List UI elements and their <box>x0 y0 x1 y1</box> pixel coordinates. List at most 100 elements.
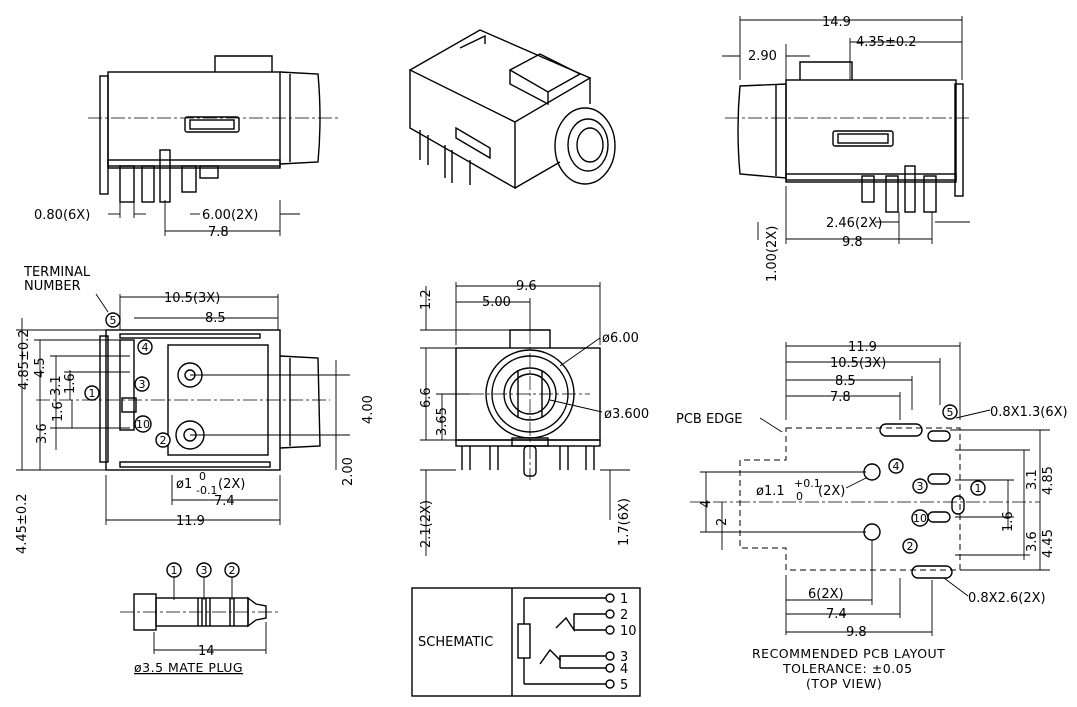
pcb-dim-3.1: 3.1 <box>1025 469 1040 490</box>
pcb-dim-11.9: 11.9 <box>848 340 877 355</box>
svg-text:10: 10 <box>136 418 150 431</box>
dim-dia-1-sup: 0 <box>199 470 206 483</box>
isometric-view <box>408 29 616 190</box>
side-view: 9.6 5.00 1.2 ø6.00 ø3.600 <box>419 279 649 556</box>
pcb-caption-view: (TOP VIEW) <box>806 676 882 691</box>
svg-text:4: 4 <box>142 341 149 354</box>
pcb-dim-2: 2 <box>715 518 730 526</box>
plug-callout-3: 3 <box>196 562 212 578</box>
mate-plug: 14 ø3.5 MATE PLUG 1 3 2 <box>120 562 280 675</box>
dim-dia-1: ø1 <box>176 477 192 492</box>
dim-dia-1-count: (2X) <box>218 477 245 492</box>
dim-4.85: 4.85±0.2 <box>17 329 32 390</box>
dim-3.6: 3.6 <box>35 423 50 444</box>
pcb-dim-0.8x2.6-2x: 0.8X2.6(2X) <box>968 591 1046 606</box>
pcb-dim-9.8: 9.8 <box>846 625 867 640</box>
svg-text:3: 3 <box>917 480 924 493</box>
dim-2.1-2x: 2.1(2X) <box>419 500 434 548</box>
terminal-callout-10: 10 <box>134 415 152 433</box>
top-left-view: 0.80(6X) 6.00(2X) 7.8 <box>34 55 340 240</box>
dim-7.8: 7.8 <box>208 225 229 240</box>
pcb-callout-5: 5 <box>942 404 958 420</box>
pcb-dim-4.85: 4.85 <box>1041 466 1056 495</box>
svg-text:5: 5 <box>110 314 117 327</box>
svg-text:3: 3 <box>201 564 208 577</box>
svg-text:10: 10 <box>913 512 927 525</box>
svg-text:2: 2 <box>907 540 914 553</box>
plug-caption: ø3.5 MATE PLUG <box>134 660 243 675</box>
label-number: NUMBER <box>24 279 81 294</box>
svg-text:2: 2 <box>229 564 236 577</box>
pcb-callout-4: 4 <box>888 458 904 474</box>
schematic-pin-5: 5 <box>620 678 628 693</box>
terminal-callout-4: 4 <box>137 339 153 355</box>
terminal-callout-1: 1 <box>84 385 100 401</box>
schematic: SCHEMATIC 1 2 10 3 4 5 <box>411 587 641 697</box>
dim-4.35: 4.35±0.2 <box>856 35 917 50</box>
dim-3.65: 3.65 <box>435 407 450 436</box>
schematic-pin-2: 2 <box>620 608 628 623</box>
plug-callout-2: 2 <box>224 562 240 578</box>
terminal-callout-2: 2 <box>155 432 171 448</box>
schematic-pin-4: 4 <box>620 662 628 677</box>
svg-text:1: 1 <box>171 564 178 577</box>
dim-4.45: 4.45±0.2 <box>15 493 30 554</box>
pcb-callout-3: 3 <box>912 478 928 494</box>
pcb-dim-4: 4 <box>699 500 714 508</box>
pcb-dim-7.8: 7.8 <box>830 390 851 405</box>
dim-1.6-bottom: 1.6 <box>51 401 66 422</box>
dim-8.5: 8.5 <box>205 311 226 326</box>
pcb-dim-0.8x1.3-6x: 0.8X1.3(6X) <box>990 405 1068 420</box>
pcb-layout: 11.9 10.5(3X) 8.5 7.8 PCB EDGE 0.8X1.3(6… <box>676 340 1068 691</box>
pcb-dim-8.5: 8.5 <box>835 374 856 389</box>
dim-1.7-6x: 1.7(6X) <box>617 498 632 546</box>
plug-dim-14: 14 <box>198 644 215 659</box>
pcb-dim-4.45: 4.45 <box>1041 529 1056 558</box>
pcb-caption-title: RECOMMENDED PCB LAYOUT <box>752 646 945 661</box>
top-right-view: 14.9 2.90 4.35±0.2 2.46(2X) 9.8 1.00(2X) <box>722 15 970 282</box>
pcb-dim-7.4: 7.4 <box>826 607 847 622</box>
svg-text:1: 1 <box>975 482 982 495</box>
svg-text:5: 5 <box>947 406 954 419</box>
terminal-callout-5: 5 <box>105 312 121 328</box>
svg-text:3: 3 <box>139 378 146 391</box>
dim-4.00: 4.00 <box>361 395 376 424</box>
dim-2.46-2x: 2.46(2X) <box>826 216 882 231</box>
pcb-callout-2: 2 <box>902 538 918 554</box>
pcb-caption-tolerance: TOLERANCE: ±0.05 <box>782 661 913 676</box>
pcb-callout-1: 1 <box>970 480 986 496</box>
terminal-callout-3: 3 <box>134 376 150 392</box>
pcb-dim-dia-1.1-sup: +0.1 <box>794 477 821 490</box>
dim-1.00-2x: 1.00(2X) <box>765 226 780 282</box>
plug-callout-1: 1 <box>166 562 182 578</box>
svg-text:1: 1 <box>89 387 96 400</box>
label-terminal: TERMINAL <box>23 265 91 280</box>
dim-7.4: 7.4 <box>214 494 235 509</box>
pcb-dim-6-2x: 6(2X) <box>808 587 844 602</box>
pcb-dim-1.6: 1.6 <box>1001 511 1016 532</box>
dim-3.1: 3.1 <box>49 375 64 396</box>
schematic-pin-10: 10 <box>620 624 637 639</box>
svg-text:4: 4 <box>893 460 900 473</box>
schematic-pin-3: 3 <box>620 650 628 665</box>
pcb-callout-10: 10 <box>911 509 929 527</box>
dim-10.5-3x: 10.5(3X) <box>164 291 220 306</box>
pcb-dim-dia-1.1-sub: 0 <box>796 490 803 503</box>
pcb-dim-dia-1.1-count: (2X) <box>818 484 845 499</box>
pcb-dim-10.5-3x: 10.5(3X) <box>830 356 886 371</box>
pcb-dim-3.6: 3.6 <box>1025 531 1040 552</box>
dim-6.6: 6.6 <box>419 387 434 408</box>
schematic-label: SCHEMATIC <box>418 635 493 650</box>
dim-dia-3.600: ø3.600 <box>604 407 649 422</box>
front-view: TERMINAL NUMBER 10.5(3X) 8.5 4.00 2.00 <box>15 265 376 554</box>
dim-9.8: 9.8 <box>842 235 863 250</box>
dim-1.2: 1.2 <box>419 289 434 310</box>
dim-14.9: 14.9 <box>822 15 851 30</box>
dim-dia-6.00: ø6.00 <box>602 331 639 346</box>
dim-11.9: 11.9 <box>176 514 205 529</box>
pcb-dim-dia-1.1: ø1.1 <box>756 484 785 499</box>
svg-text:2: 2 <box>160 434 167 447</box>
label-pcb-edge: PCB EDGE <box>676 412 742 427</box>
dim-dia-1-sub: -0.1 <box>196 484 217 497</box>
